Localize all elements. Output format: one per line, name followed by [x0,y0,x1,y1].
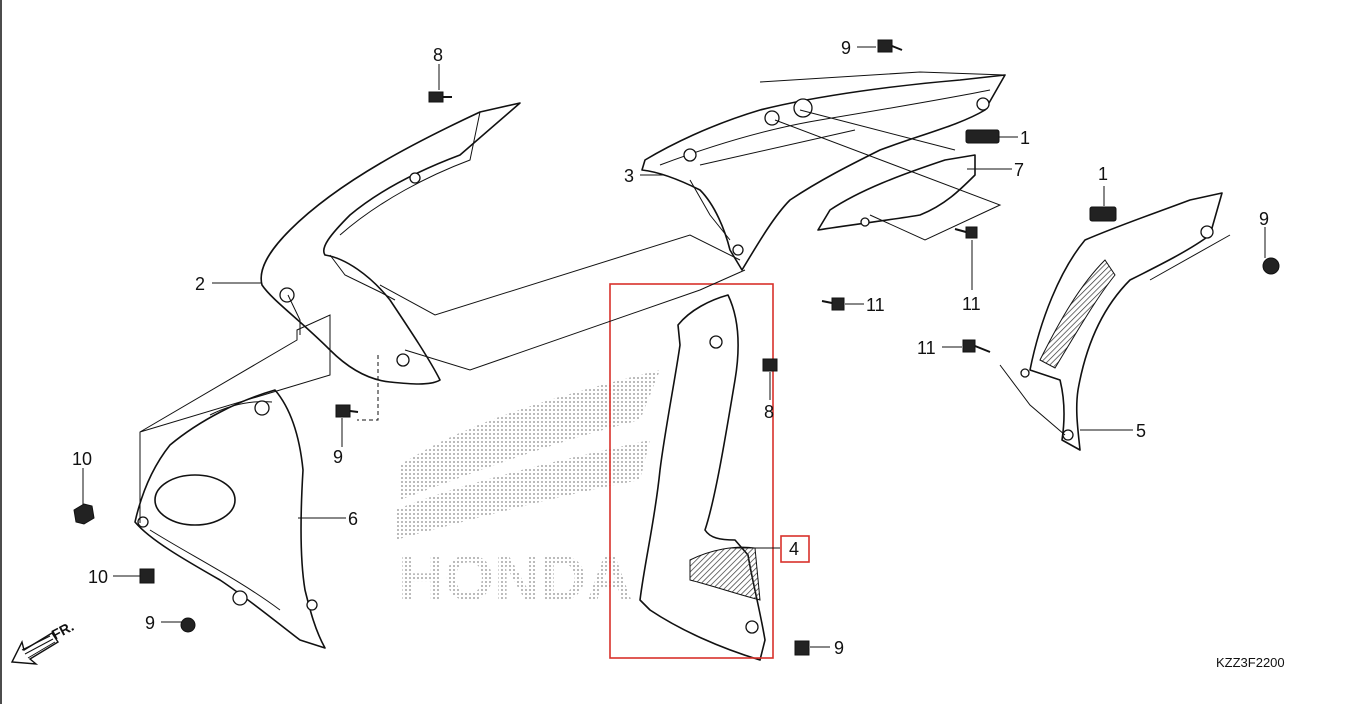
assembly-lines [139,71,1231,523]
callout-3: 3 [624,166,634,186]
callout-11-lower: 11 [962,294,981,314]
part-4-highlight-box [609,283,774,659]
callout-9-right: 9 [1259,209,1269,229]
fasteners [73,39,1280,656]
part-1-cushions [965,129,1117,222]
callout-4-box [780,535,810,563]
part-6-cover [134,389,326,649]
part-3-shroud [641,74,1006,271]
callout-9-bottom: 9 [834,638,844,658]
callout-6: 6 [348,509,358,529]
callout-9-top: 9 [841,38,851,58]
honda-watermark: HONDA [395,370,660,614]
callout-7: 7 [1014,160,1024,180]
leader-lines [82,46,1266,648]
callout-8-top: 8 [433,45,443,65]
part-4-shroud [639,294,766,661]
callout-1-right: 1 [1098,164,1108,184]
callout-2: 2 [195,274,205,294]
callout-11-right: 11 [917,338,936,358]
callout-9-lower-left: 9 [145,613,155,633]
callout-5: 5 [1136,421,1146,441]
callout-10-upper: 10 [72,449,92,469]
watermark-text: HONDA [398,542,633,614]
callout-4: 4 [789,539,799,559]
callout-10-lower: 10 [88,567,108,587]
front-direction-arrow: FR. [10,618,76,665]
callout-1-upper: 1 [1020,128,1030,148]
callout-8-right: 8 [764,402,774,422]
callout-11-middle: 11 [866,295,885,315]
part-7-panel [817,154,976,231]
callout-9-left: 9 [333,447,343,467]
part-5-cover [1020,192,1223,451]
diagram-code: KZZ3F2200 [1216,655,1285,670]
part-2-shroud [260,102,521,421]
